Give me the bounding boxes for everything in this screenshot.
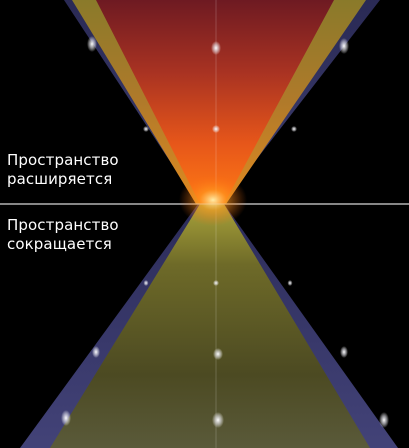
galaxy [211, 41, 221, 55]
upper-galaxies [87, 36, 349, 133]
contracting-label-line2: сокращается [7, 235, 112, 253]
galaxy [213, 280, 219, 286]
galaxy [61, 410, 71, 426]
upper-inner-cone [96, 0, 334, 204]
galaxy [287, 280, 293, 286]
contracting-label: Пространство сокращается [7, 216, 119, 254]
galaxy [340, 346, 348, 358]
galaxy [92, 346, 100, 358]
galaxy [213, 348, 223, 360]
expanding-label-line2: расширяется [7, 170, 113, 188]
galaxy [291, 126, 297, 132]
galaxy [379, 412, 389, 428]
contracting-label-line1: Пространство [7, 216, 119, 234]
galaxy [212, 412, 224, 428]
galaxy [143, 126, 149, 132]
expanding-label: Пространство расширяется [7, 151, 119, 189]
galaxy [87, 36, 97, 52]
center-glow [179, 174, 247, 226]
galaxy [212, 125, 220, 133]
galaxy [143, 280, 149, 286]
galaxy [339, 38, 349, 54]
lower-galaxies [61, 280, 389, 428]
expanding-label-line1: Пространство [7, 151, 119, 169]
lower-inner-cone [50, 204, 370, 448]
